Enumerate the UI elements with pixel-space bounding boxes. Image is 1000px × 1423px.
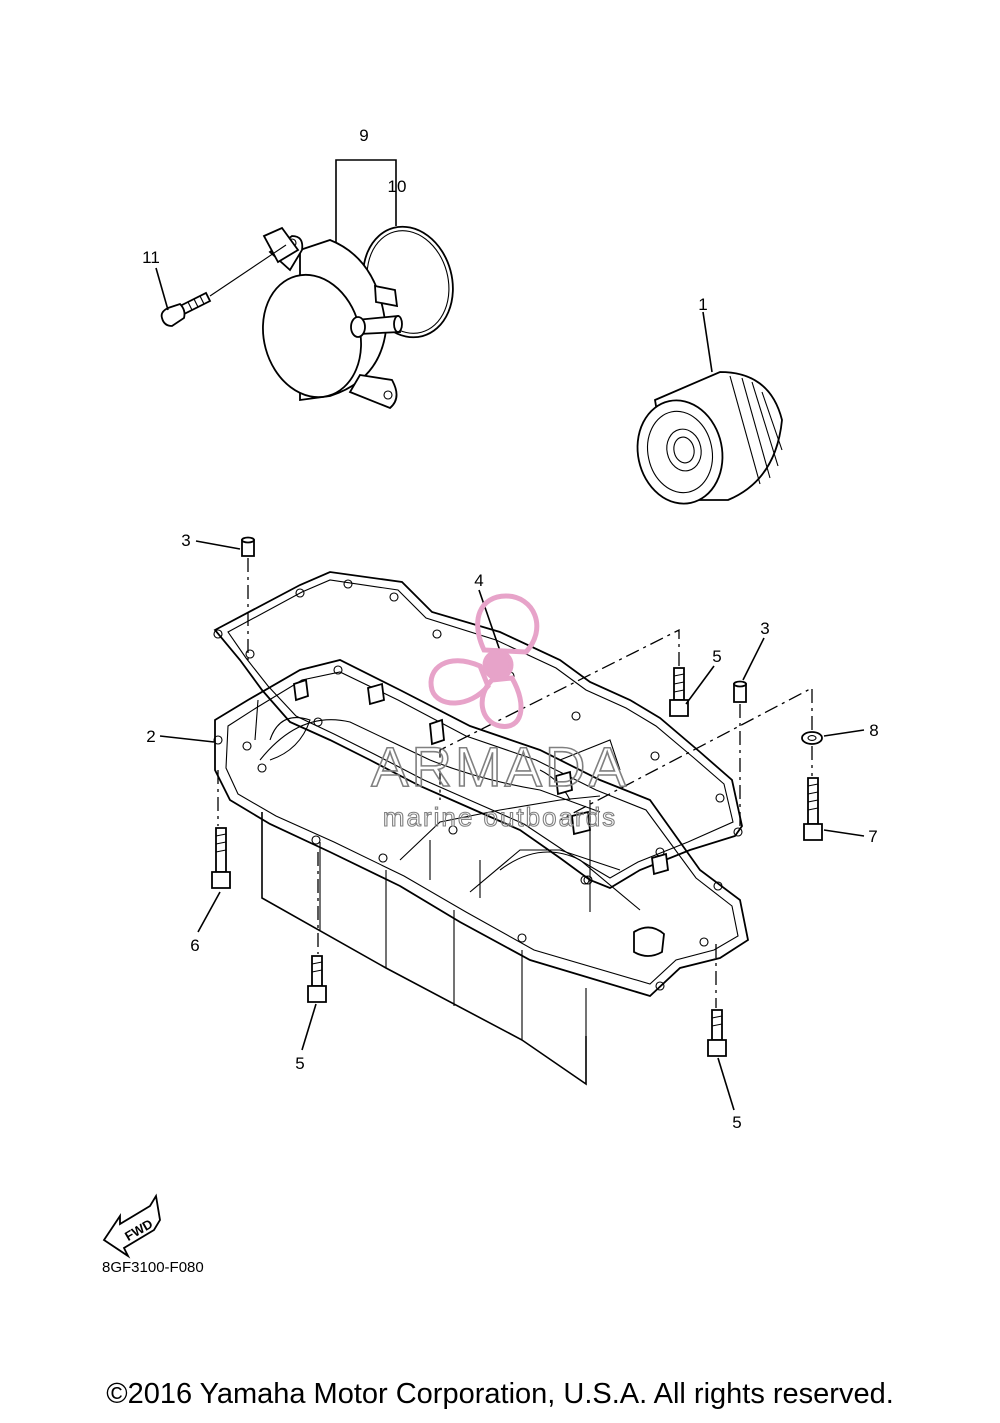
oil-cooler-assembly [160, 225, 454, 410]
armada-watermark: ARMADA marine outboards [370, 593, 629, 833]
callout-3-left: 3 [181, 531, 190, 550]
dowel-pin-right [733, 680, 747, 703]
washer-8 [801, 731, 823, 745]
watermark-title: ARMADA [371, 735, 629, 798]
callout-5-lower-left: 5 [295, 1054, 304, 1073]
copyright-notice: ©2016 Yamaha Motor Corporation, U.S.A. A… [106, 1378, 894, 1410]
bolt-7 [803, 777, 823, 841]
oil-pan-gasket [213, 571, 743, 890]
leader-lines [155, 159, 865, 1111]
oil-filter [636, 371, 783, 505]
propeller-logo [428, 593, 540, 729]
bolt-5-upper [669, 667, 689, 717]
bolt-6 [211, 827, 231, 889]
oil-pan [213, 659, 750, 1086]
callout-3-right: 3 [760, 619, 769, 638]
watermark-subtitle: marine outboards [383, 802, 617, 832]
callout-5-lower-right: 5 [732, 1113, 741, 1132]
bolt-11 [160, 291, 212, 327]
callout-9: 9 [359, 126, 368, 145]
callout-2: 2 [146, 727, 155, 746]
drawing-code: 8GF3100-F080 [102, 1259, 204, 1276]
callout-1: 1 [698, 295, 707, 314]
callout-5-upper: 5 [712, 647, 721, 666]
fwd-arrow: FWD [102, 1193, 161, 1259]
callout-7: 7 [868, 827, 877, 846]
alignment-lines [217, 558, 813, 1008]
dowel-pin-left [241, 536, 255, 557]
bolt-5-lower-right [707, 1009, 727, 1057]
callout-6: 6 [190, 936, 199, 955]
callout-4: 4 [474, 571, 483, 590]
callout-11: 11 [142, 248, 160, 267]
callout-10: 10 [388, 177, 407, 196]
callout-8: 8 [869, 721, 878, 740]
bolt-5-lower-left [307, 955, 327, 1003]
callout-labels: 1 2 3 3 4 5 5 5 5 6 7 8 9 10 11 [142, 126, 879, 1132]
